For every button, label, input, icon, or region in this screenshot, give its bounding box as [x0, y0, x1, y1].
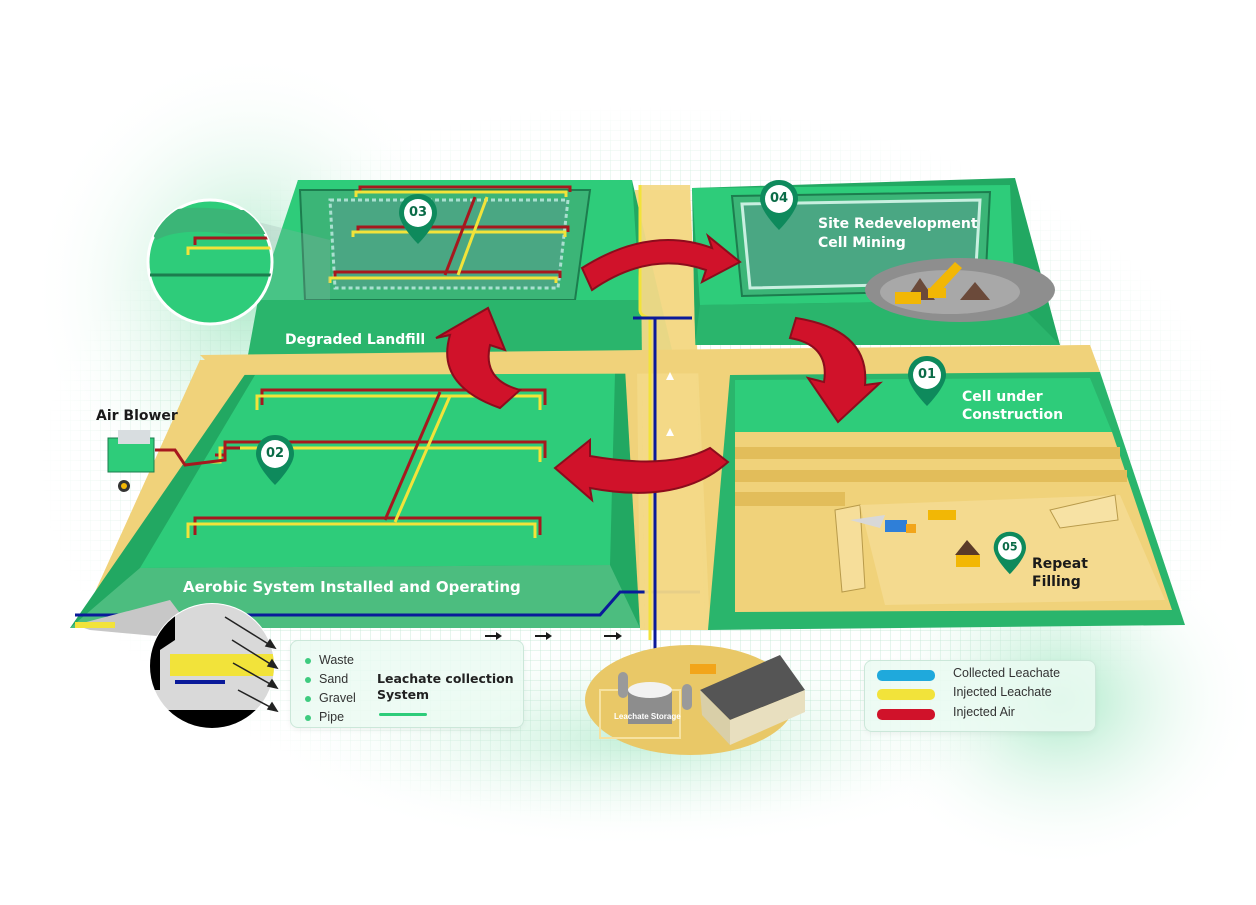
collected-leachate-line [633, 316, 692, 700]
bullet-icon [305, 714, 311, 721]
arrow-03-to-04 [580, 233, 742, 292]
layer-item-pipe: Pipe [305, 708, 356, 727]
bullet-icon [305, 657, 311, 664]
stage-03-pin: 03 [397, 192, 439, 248]
bullet-icon [305, 695, 311, 702]
layer-item-gravel: Gravel [305, 689, 356, 708]
leachate-collection-panel: Waste Sand Gravel Pipe Leachate collecti… [290, 640, 524, 728]
magnifier-layer-detail [75, 600, 279, 729]
cell-03-degraded-landfill [248, 180, 672, 355]
stage-02-number: 02 [261, 440, 289, 468]
arrow-01-to-02 [553, 437, 730, 503]
legend-swatch [877, 709, 935, 720]
layer-list: Waste Sand Gravel Pipe [305, 651, 356, 727]
layer-item-waste: Waste [305, 651, 356, 670]
flow-arrows-bottom [485, 632, 622, 640]
air-blower [107, 430, 240, 492]
legend-swatch [877, 689, 935, 700]
stage-02-pin: 02 [254, 433, 296, 489]
arrow-04-to-01 [788, 316, 883, 424]
stage-01-pin: 01 [906, 354, 948, 410]
stage-03-number: 03 [404, 199, 432, 227]
stage-01-number: 01 [913, 361, 941, 389]
air-blower-label: Air Blower [96, 408, 178, 424]
stage-03-label: Degraded Landfill [285, 332, 426, 348]
cell-01-construction [708, 372, 1185, 630]
stage-05-number: 05 [997, 535, 1022, 560]
stage-01-label-line2: Construction [962, 407, 1064, 423]
stage-01-label-line1: Cell under [962, 389, 1043, 405]
stage-04-label-line2: Cell Mining [818, 235, 906, 251]
stage-04-label-line1: Site Redevelopment [818, 216, 978, 232]
stage-05-label-line1: Repeat [1032, 556, 1088, 572]
title-underline [379, 713, 427, 716]
layer-item-sand: Sand [305, 670, 356, 689]
leachate-storage-area [585, 645, 805, 755]
stage-04-number: 04 [765, 185, 793, 213]
stage-05-label-line2: Filling [1032, 574, 1081, 590]
flow-arrow-up-2 [666, 428, 674, 436]
stage-04-pin: 04 [758, 178, 800, 234]
leachate-collection-title: Leachate collection System [377, 671, 514, 702]
legend-swatch [877, 670, 935, 681]
cycle-arrows [435, 233, 883, 503]
cell-02-aerobic-system [70, 368, 700, 628]
stage-05-pin: 05 [992, 530, 1028, 578]
flow-arrow-up-1 [666, 372, 674, 380]
bullet-icon [305, 676, 311, 683]
legend: Collected Leachate Injected Leachate Inj… [864, 660, 1096, 732]
cell-04-site-redevelopment [692, 178, 1060, 345]
leachate-storage-label: Leachate Storage [614, 712, 681, 721]
stage-02-label: Aerobic System Installed and Operating [183, 578, 521, 596]
arrow-02-to-03 [435, 306, 523, 410]
